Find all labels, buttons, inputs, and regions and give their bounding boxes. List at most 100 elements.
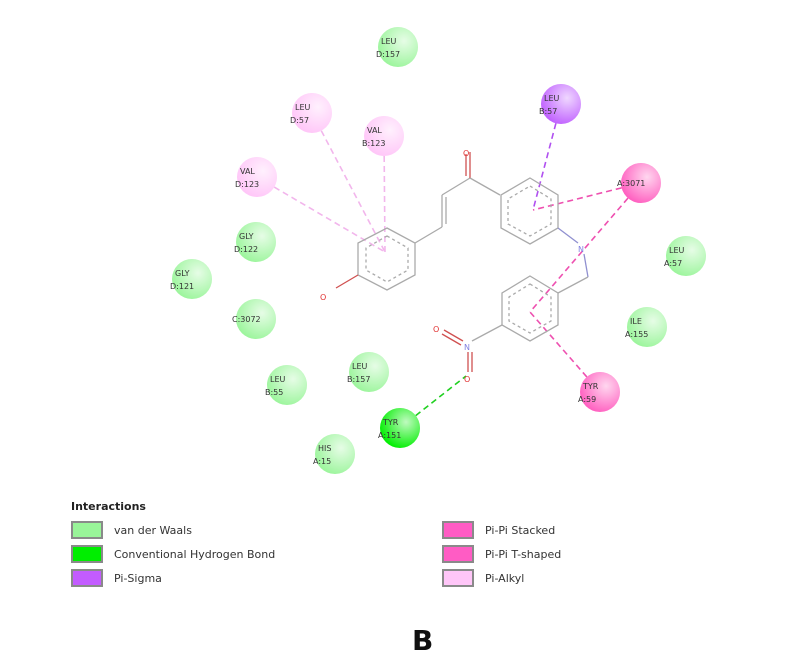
residue-id: D:157 bbox=[376, 50, 400, 59]
residue-name: LEU bbox=[544, 94, 560, 103]
legend-swatch bbox=[71, 569, 103, 587]
residue-id: B:157 bbox=[347, 375, 370, 384]
legend-item: Conventional Hydrogen Bond bbox=[71, 545, 275, 563]
atom-nitrogen-imine: N bbox=[578, 245, 584, 254]
legend-swatch bbox=[442, 545, 474, 563]
residue-highlight bbox=[627, 307, 667, 347]
atom-oxygen-nitro-2: O bbox=[464, 375, 470, 384]
atom-labels: O O N N O O bbox=[320, 149, 584, 384]
atom-oxygen-carbonyl: O bbox=[463, 149, 469, 158]
residues: LEUD:157LEUD:57VALB:123VALD:123GLYD:122G… bbox=[170, 27, 706, 474]
residue-name: GLY bbox=[175, 269, 190, 278]
residue-a-3071[interactable]: A:3071 bbox=[617, 163, 661, 203]
legend-item: Pi-Pi T-shaped bbox=[442, 545, 561, 563]
residue-name: ILE bbox=[630, 317, 642, 326]
legend-swatch bbox=[442, 569, 474, 587]
ligand-structure bbox=[335, 152, 589, 372]
residue-name: LEU bbox=[295, 103, 311, 112]
residue-name: LEU bbox=[669, 246, 685, 255]
residue-id: A:59 bbox=[578, 395, 596, 404]
residue-id: A:155 bbox=[625, 330, 648, 339]
residue-id: D:123 bbox=[235, 180, 259, 189]
atom-oxygen-hydroxyl: O bbox=[320, 293, 326, 302]
residue-id: D:57 bbox=[290, 116, 309, 125]
residue-id: B:123 bbox=[362, 139, 385, 148]
residue-highlight bbox=[172, 259, 212, 299]
residue-his-a-15[interactable]: HIS A:15 bbox=[313, 434, 355, 474]
residue-highlight bbox=[236, 222, 276, 262]
residue-name: TYR bbox=[582, 382, 599, 391]
interaction-lines bbox=[256, 103, 642, 429]
residue-name: HIS bbox=[318, 444, 331, 453]
legend-label: Pi-Pi T-shaped bbox=[485, 547, 562, 561]
residue-val-b-123[interactable]: VAL B:123 bbox=[362, 116, 404, 156]
atom-oxygen-nitro-1: O bbox=[433, 325, 439, 334]
interaction-diagram: O O N N O O LEUD:157LEUD:57VALB:123VALD:… bbox=[170, 27, 706, 474]
residue-name: VAL bbox=[367, 126, 382, 135]
ring-2-aromatic bbox=[507, 185, 552, 237]
residue-highlight bbox=[292, 93, 332, 133]
residue-id: C:3072 bbox=[232, 315, 261, 324]
residue-highlight bbox=[267, 365, 307, 405]
residue-name: LEU bbox=[270, 375, 286, 384]
ring-2 bbox=[500, 177, 559, 245]
alkyl-interaction-line bbox=[311, 112, 386, 253]
residue-highlight bbox=[349, 352, 389, 392]
sigma-interaction-line bbox=[532, 103, 562, 211]
residue-highlight bbox=[237, 157, 277, 197]
legend-swatch bbox=[442, 521, 474, 539]
residue-name: TYR bbox=[382, 418, 399, 427]
legend-item: Pi-Alkyl bbox=[442, 569, 524, 587]
legend-label: Pi-Alkyl bbox=[485, 571, 525, 585]
residue-highlight bbox=[666, 236, 706, 276]
residue-gly-d-122[interactable]: GLY D:122 bbox=[234, 222, 276, 262]
legend-label: Conventional Hydrogen Bond bbox=[114, 547, 276, 561]
residue-leu-b-157[interactable]: LEU B:157 bbox=[347, 352, 389, 392]
residue-tyr-a-151[interactable]: TYR A:151 bbox=[378, 408, 420, 448]
residue-id: A:151 bbox=[378, 431, 401, 440]
residue-name: VAL bbox=[240, 167, 255, 176]
panel-label: B bbox=[412, 624, 434, 657]
residue-leu-b-57[interactable]: LEU B:57 bbox=[539, 84, 581, 124]
residue-name: GLY bbox=[239, 232, 254, 241]
residue-leu-d-57[interactable]: LEU D:57 bbox=[290, 93, 332, 133]
residue-ile-a-155[interactable]: ILE A:155 bbox=[625, 307, 667, 347]
residue-highlight bbox=[541, 84, 581, 124]
residue-highlight bbox=[580, 372, 620, 412]
ring-1-aromatic bbox=[365, 235, 409, 283]
residue-val-d-123[interactable]: VAL D:123 bbox=[235, 157, 277, 197]
legend-swatch bbox=[71, 521, 103, 539]
atom-nitrogen-nitro: N bbox=[464, 343, 470, 352]
residue-highlight bbox=[380, 408, 420, 448]
residue-id: D:121 bbox=[170, 282, 194, 291]
legend-swatch bbox=[71, 545, 103, 563]
ring-3-aromatic bbox=[508, 283, 552, 334]
residue-highlight bbox=[236, 299, 276, 339]
legend-title: Interactions bbox=[71, 500, 146, 513]
residue-id: D:122 bbox=[234, 245, 258, 254]
residue-c-3072[interactable]: C:3072 bbox=[232, 299, 276, 339]
residue-leu-b-55[interactable]: LEU B:55 bbox=[265, 365, 307, 405]
residue-id: A:15 bbox=[313, 457, 331, 466]
residue-highlight bbox=[378, 27, 418, 67]
legend-label: Pi-Pi Stacked bbox=[485, 523, 556, 537]
legend-item: Pi-Pi Stacked bbox=[442, 521, 555, 539]
ring-1 bbox=[357, 227, 416, 291]
tshaped-interaction-line bbox=[529, 311, 601, 393]
residue-highlight bbox=[364, 116, 404, 156]
residue-name: LEU bbox=[352, 362, 368, 371]
ring-3 bbox=[501, 275, 559, 342]
residue-leu-d-157[interactable]: LEU D:157 bbox=[376, 27, 418, 67]
legend-label: van der Waals bbox=[114, 523, 192, 537]
residue-id: B:57 bbox=[539, 107, 557, 116]
residue-id: B:55 bbox=[265, 388, 283, 397]
residue-highlight bbox=[315, 434, 355, 474]
residue-highlight bbox=[621, 163, 661, 203]
legend-item: van der Waals bbox=[71, 521, 192, 539]
residue-tyr-a-59[interactable]: TYR A:59 bbox=[578, 372, 620, 412]
stacked-interaction-line bbox=[529, 182, 642, 313]
residue-name: LEU bbox=[381, 37, 397, 46]
legend-item: Pi-Sigma bbox=[71, 569, 162, 587]
residue-gly-d-121[interactable]: GLY D:121 bbox=[170, 259, 212, 299]
